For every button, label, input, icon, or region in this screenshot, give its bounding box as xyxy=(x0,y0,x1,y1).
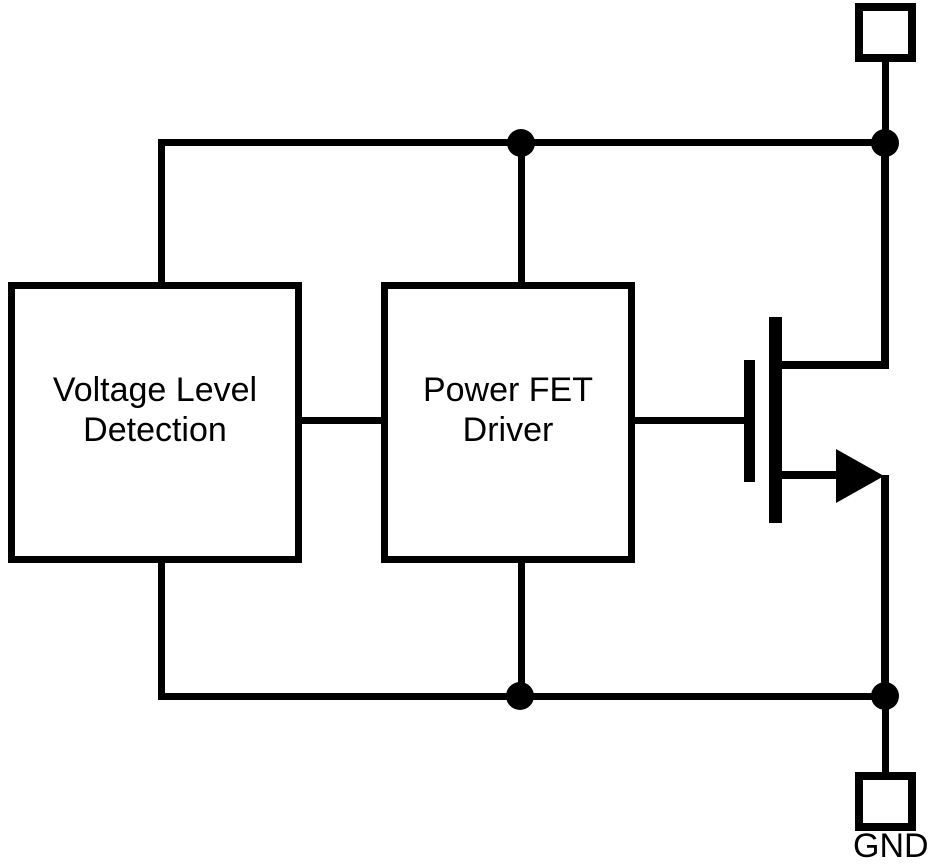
mosfet-gate-bar-icon xyxy=(744,360,755,482)
source-vertical-wire xyxy=(881,475,889,699)
block-interconnect-wire xyxy=(300,417,382,424)
drain-vertical-wire xyxy=(881,139,889,369)
block-label-line2: Detection xyxy=(83,410,227,449)
block-label-line1: Power FET xyxy=(422,370,594,409)
junction-dot-icon xyxy=(506,682,534,710)
block-power-fet-driver-label: Power FET Driver xyxy=(423,370,593,450)
block-label-line2: Driver xyxy=(462,410,554,449)
mosfet-drain-wire xyxy=(782,361,889,369)
driver-block-bottom-drop-wire xyxy=(518,558,525,700)
mosfet-source-wire xyxy=(782,471,842,479)
gnd-pin-stub-wire xyxy=(882,696,889,774)
top-pin-stub-wire xyxy=(882,58,889,146)
block-label-line1: Voltage Level xyxy=(52,370,258,409)
left-block-bottom-drop-wire xyxy=(158,558,165,700)
mosfet-source-arrow-icon xyxy=(836,449,884,503)
mosfet-channel-bar-icon xyxy=(769,317,782,523)
junction-dot-icon xyxy=(507,129,535,157)
driver-block-top-drop-wire xyxy=(518,139,525,287)
block-voltage-level-detection-label: Voltage Level Detection xyxy=(53,370,257,450)
left-block-top-drop-wire xyxy=(158,139,165,287)
fet-gate-wire xyxy=(633,417,744,424)
top-pin-terminal-icon xyxy=(855,3,916,62)
gnd-pin-label: GND xyxy=(853,827,929,865)
junction-dot-icon xyxy=(871,682,899,710)
block-voltage-level-detection: Voltage Level Detection xyxy=(8,282,302,563)
gnd-pin-terminal-icon xyxy=(855,772,916,831)
block-power-fet-driver: Power FET Driver xyxy=(381,282,635,563)
